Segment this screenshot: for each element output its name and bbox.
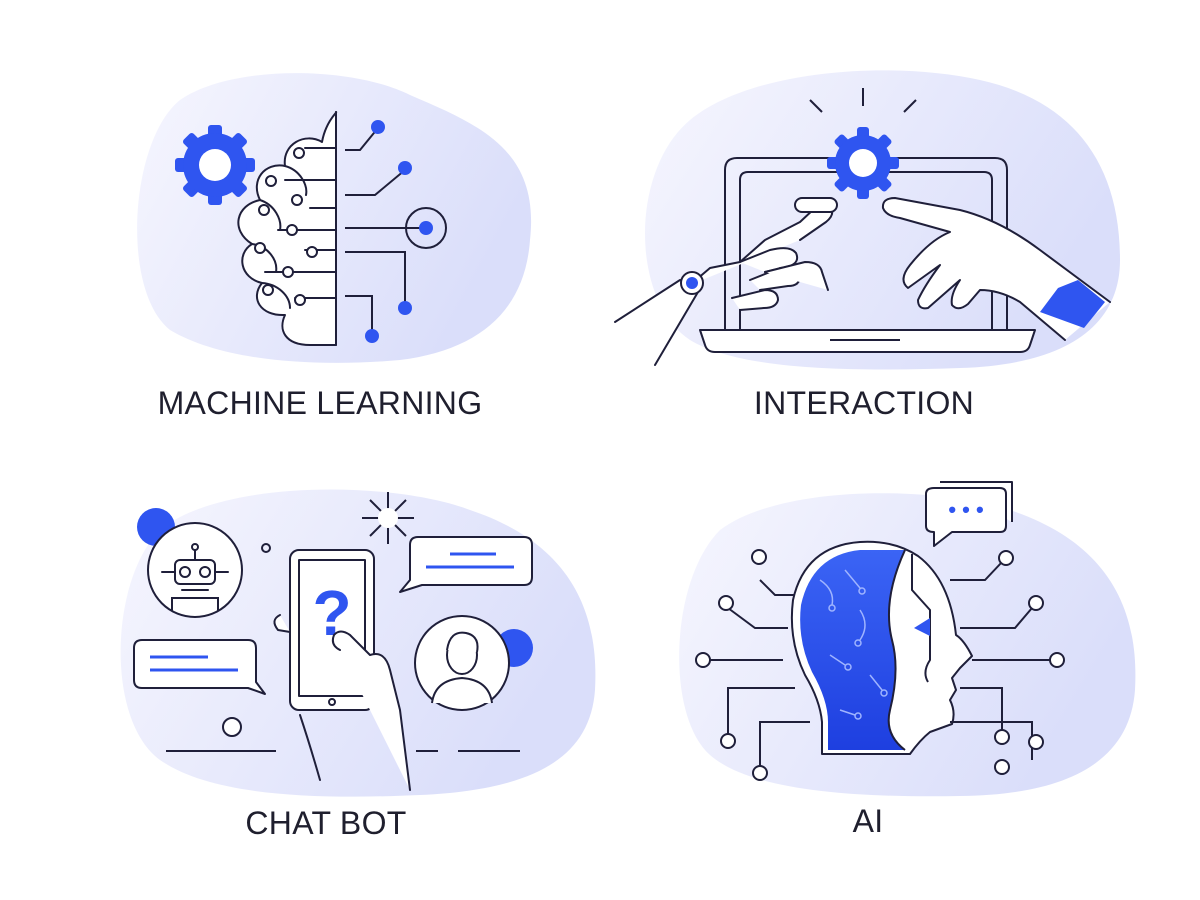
circuit-icon (708, 561, 1052, 768)
head-circuit-nodes (828, 587, 888, 720)
panel-interaction: INTERACTION (600, 40, 1140, 440)
interaction-illustration (614, 70, 1120, 370)
panel-chat-bot: ? CHAT BOT (100, 470, 600, 870)
machine-learning-illustration (137, 73, 532, 363)
speech-bubble-icon (925, 481, 1013, 547)
small-node (222, 717, 242, 737)
speech-bubble-icon (133, 639, 266, 695)
cyborg-eye (914, 618, 930, 636)
panel-machine-learning: MACHINE LEARNING (100, 40, 560, 440)
caption-chat-bot: CHAT BOT (245, 805, 407, 841)
gear-icon (827, 127, 899, 199)
starburst-icon (362, 492, 414, 544)
chat-bot-illustration: ? (120, 489, 596, 797)
circuit-nodes (695, 549, 1065, 781)
circuit-icon (345, 127, 447, 335)
robot-hand-icon (614, 197, 838, 366)
caption-machine-learning: MACHINE LEARNING (157, 385, 483, 421)
robot-joint (686, 277, 698, 289)
sleeve-cuff (1040, 280, 1105, 328)
caption-ai: AI (852, 803, 884, 839)
spark-lines (809, 88, 917, 113)
caption-interaction: INTERACTION (753, 385, 975, 421)
circuit-nodes (365, 120, 433, 343)
brain-nodes (254, 147, 318, 306)
speech-bubble-icon (399, 536, 533, 593)
hand-icon (273, 614, 411, 791)
panel-ai: • • • (660, 460, 1140, 870)
cyborg-head-icon (790, 540, 973, 755)
bubble-dots: • • • (948, 497, 983, 522)
head-circuit-lines (819, 569, 883, 716)
small-node (261, 543, 271, 553)
gear-icon (175, 125, 255, 205)
robot-icon (147, 522, 243, 618)
user-avatar-icon (414, 615, 510, 711)
ai-illustration: • • • (679, 481, 1136, 797)
